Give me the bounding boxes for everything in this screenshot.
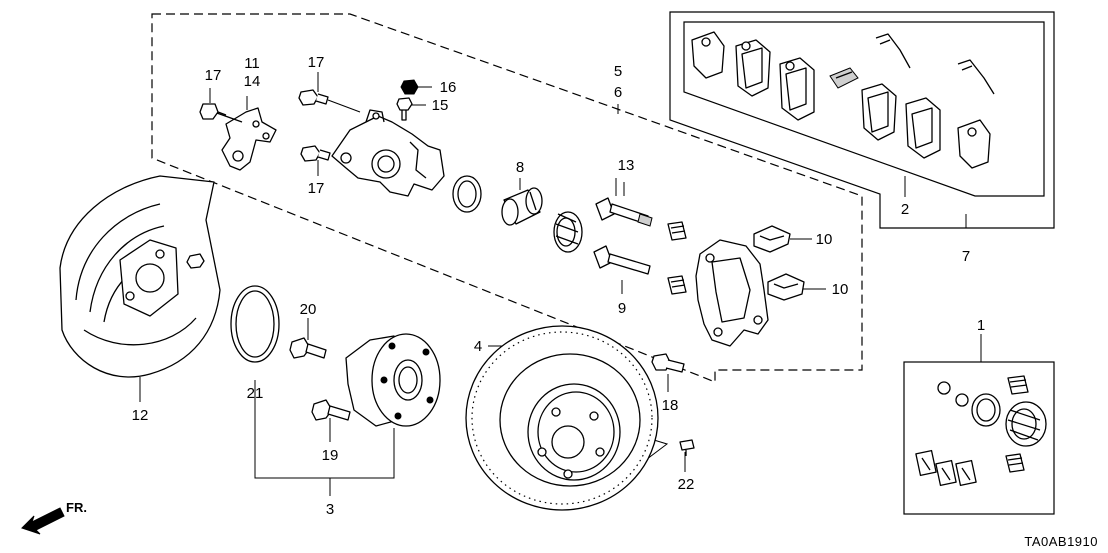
callout-4: 4	[474, 338, 482, 355]
callout-17-left: 17	[205, 67, 222, 84]
callout-17-top: 17	[308, 54, 325, 71]
bolt-23-part	[186, 253, 205, 269]
o-ring-21-part	[230, 285, 280, 363]
callout-9: 9	[618, 300, 626, 317]
bolt-17-left-part	[199, 103, 227, 120]
parking-bracket-part	[213, 107, 277, 171]
callout-11: 11	[244, 55, 260, 72]
guide-pin-13-part	[595, 197, 653, 227]
pad-set-outer-frame	[669, 11, 1055, 229]
callout-1: 1	[977, 317, 985, 334]
hub-bolt-20-part	[289, 337, 327, 359]
callout-18: 18	[662, 397, 679, 414]
callout-10-lower: 10	[832, 281, 849, 298]
seal-kit-contents-part	[915, 375, 1047, 487]
callout-2: 2	[901, 201, 909, 218]
piston-8-part	[501, 187, 543, 226]
pad-retainer-10-lower-part	[767, 273, 805, 301]
brake-pad-4-part	[905, 97, 941, 159]
brake-pad-1-part	[735, 39, 771, 97]
pin-boot-lower-part	[667, 275, 687, 295]
piston-boot-part	[553, 211, 583, 253]
guide-pin-9-part	[593, 245, 651, 275]
bolt-17-bottom-part	[300, 145, 331, 162]
pin-boot-upper-part	[667, 221, 687, 241]
callout-19: 19	[322, 447, 339, 464]
bleeder-screw-15-part	[396, 97, 413, 121]
callout-20: 20	[300, 301, 317, 318]
callout-13: 13	[618, 157, 635, 174]
callout-17-bottom: 17	[308, 180, 325, 197]
callout-14: 14	[244, 73, 261, 90]
callout-6: 6	[614, 84, 622, 101]
callout-21: 21	[247, 385, 264, 402]
callout-12: 12	[132, 407, 149, 424]
callout-15: 15	[432, 97, 449, 114]
wear-indicator-part	[829, 67, 859, 89]
pad-spring-left-part	[875, 33, 911, 69]
disc-screw-22-part	[679, 439, 695, 456]
caliper-assembly-dashed-frame	[151, 13, 863, 383]
callout-8: 8	[516, 159, 524, 176]
caliper-bracket-part	[695, 239, 769, 347]
callout-16: 16	[440, 79, 457, 96]
pad-retainer-10-upper-part	[753, 225, 791, 253]
callout-10-upper: 10	[816, 231, 833, 248]
splash-guard-12-part	[59, 175, 221, 378]
piston-seal-part	[452, 175, 482, 213]
callout-3: 3	[326, 501, 334, 518]
brake-pad-3-part	[861, 83, 897, 141]
front-direction-arrow-icon: FR.	[21, 500, 87, 535]
front-direction-label: FR.	[66, 500, 87, 515]
pad-set-inner-frame	[683, 21, 1045, 197]
pad-spring-right-part	[957, 59, 995, 95]
brake-pad-2-part	[779, 57, 815, 121]
shim-left-part	[691, 31, 725, 79]
bleeder-cap-16-part	[400, 79, 419, 95]
callout-5: 5	[614, 63, 622, 80]
shim-right-part	[957, 119, 991, 169]
bracket-bolt-18-part	[651, 353, 685, 373]
callout-22: 22	[678, 476, 695, 493]
diagram-code: TA0AB1910	[1024, 534, 1098, 549]
brake-disc-4-part	[465, 325, 659, 511]
hub-bolt-19-part	[311, 399, 351, 421]
callout-7: 7	[962, 248, 970, 265]
seal-kit-frame	[903, 361, 1055, 515]
bolt-17-top-part	[298, 89, 361, 113]
hub-bearing-3-part	[345, 333, 441, 427]
caliper-body-part	[331, 109, 445, 197]
